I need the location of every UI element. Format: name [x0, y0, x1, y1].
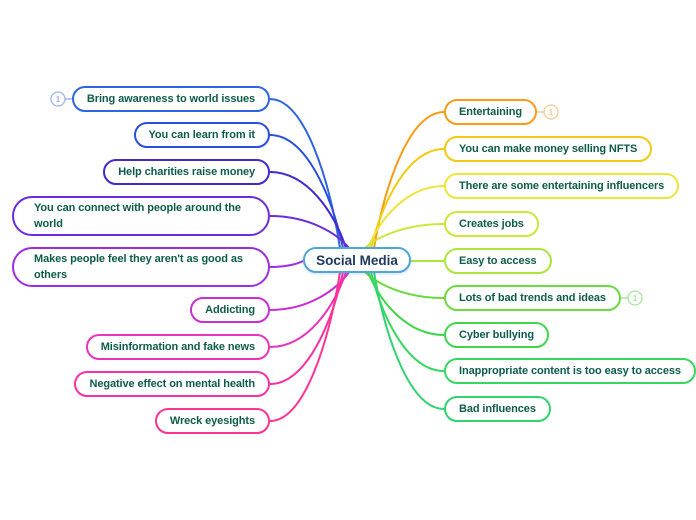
branch-line [269, 171, 347, 249]
branch-line [370, 271, 445, 372]
mindmap-node[interactable]: You can make money selling NFTS [444, 136, 653, 162]
node-label: Wreck eyesights [169, 415, 255, 427]
node-label: You can make money selling NFTS [459, 143, 638, 155]
branch-line [373, 271, 445, 410]
branch-line [367, 185, 445, 249]
mindmap-node[interactable]: Help charities raise money [103, 159, 270, 185]
node-label: Misinformation and fake news [100, 341, 255, 353]
branch-line [269, 134, 344, 249]
mindmap-node[interactable]: Inappropriate content is too easy to acc… [444, 358, 696, 384]
mindmap-node[interactable]: Lots of bad trends and ideas [444, 285, 621, 311]
mindmap-node[interactable]: Wreck eyesights [154, 408, 270, 434]
mindmap-node[interactable]: Entertaining [444, 99, 537, 125]
branch-line [269, 271, 347, 348]
node-label: You can connect with people around the w… [34, 201, 241, 231]
mindmap-node[interactable]: Cyber bullying [444, 322, 549, 348]
branch-line [364, 223, 445, 249]
note-count-badge[interactable] [543, 104, 559, 120]
badge-count: 1 [633, 294, 638, 303]
node-label: Help charities raise money [118, 166, 255, 178]
mindmap-node[interactable]: Easy to access [444, 248, 552, 274]
branch-line [269, 260, 304, 268]
branch-line [367, 271, 445, 336]
center-node-label: Social Media [316, 252, 398, 268]
branch-line [269, 215, 350, 249]
mindmap-node[interactable]: Bad influences [444, 396, 551, 422]
node-label: Cyber bullying [459, 329, 534, 341]
node-label: Bring awareness to world issues [86, 93, 255, 105]
node-label: Entertaining [459, 106, 522, 118]
mindmap-node[interactable]: You can connect with people around the w… [12, 196, 270, 236]
center-node[interactable]: Social Media [303, 247, 411, 273]
mindmap-node[interactable]: Addicting [190, 297, 270, 323]
mindmap-node[interactable]: Bring awareness to world issues [71, 86, 270, 112]
node-label: Easy to access [459, 255, 537, 267]
mindmap-node[interactable]: There are some entertaining influencers [444, 173, 680, 199]
mindmap-node[interactable]: Makes people feel they aren't as good as… [12, 247, 270, 287]
mindmap-node[interactable]: Misinformation and fake news [85, 334, 270, 360]
branch-line [269, 271, 341, 422]
node-label: Bad influences [459, 403, 536, 415]
node-label: Creates jobs [459, 218, 524, 230]
badge-count: 1 [56, 95, 61, 104]
mindmap-node[interactable]: You can learn from it [133, 122, 270, 148]
note-count-badge[interactable] [50, 91, 66, 107]
badge-count: 1 [549, 108, 554, 117]
node-label: You can learn from it [148, 129, 256, 141]
node-label: Inappropriate content is too easy to acc… [459, 365, 681, 377]
mindmap-node[interactable]: Negative effect on mental health [74, 371, 270, 397]
node-label: Makes people feel they aren't as good as… [34, 252, 243, 282]
node-label: Negative effect on mental health [89, 378, 255, 390]
node-label: Addicting [205, 304, 255, 316]
node-label: Lots of bad trends and ideas [459, 292, 606, 304]
node-label: There are some entertaining influencers [459, 180, 665, 192]
mindmap-node[interactable]: Creates jobs [444, 211, 539, 237]
branch-line [269, 271, 344, 385]
note-count-badge[interactable] [627, 290, 643, 306]
